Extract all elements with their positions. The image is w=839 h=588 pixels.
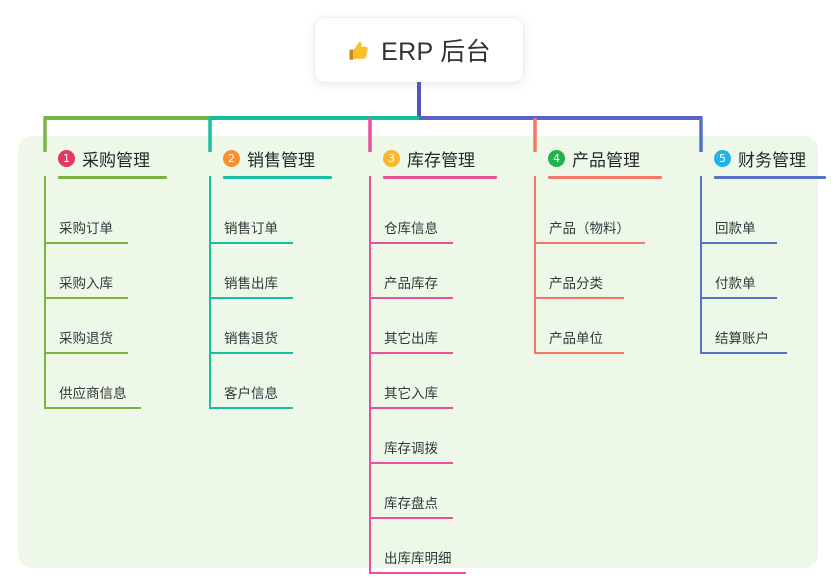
leaf-label: 出库库明细 [384, 551, 452, 566]
category-underline [383, 176, 497, 179]
leaf-label: 销售订单 [224, 221, 278, 236]
root-node-content: ERP 后台 [347, 32, 491, 68]
leaf-underline [45, 242, 128, 244]
category-column: 1 采购管理采购订单采购入库采购退货供应商信息 [38, 145, 167, 409]
thumbs-up-icon [347, 39, 371, 63]
category-number-badge: 5 [714, 149, 731, 167]
leaf-underline [370, 407, 453, 409]
category-title: 库存管理 [407, 150, 475, 170]
leaf-label: 付款单 [715, 276, 756, 291]
root-title: ERP 后台 [381, 38, 491, 66]
leaf-underline [370, 297, 453, 299]
leaf-label: 采购退货 [59, 331, 113, 346]
leaf-label: 产品（物料） [549, 221, 630, 236]
root-node[interactable]: ERP 后台 [315, 18, 523, 82]
category-column: 3 库存管理仓库信息产品库存其它出库其它入库库存调拨库存盘点出库库明细 [363, 145, 497, 574]
leaf-underline [701, 242, 777, 244]
leaf-label: 供应商信息 [59, 386, 127, 401]
leaf-underline [370, 517, 453, 519]
leaf-label: 采购入库 [59, 276, 113, 291]
category-number-badge: 2 [223, 149, 240, 167]
leaf-underline [701, 297, 777, 299]
category-underline [548, 176, 662, 179]
category-title: 采购管理 [82, 150, 150, 170]
category-column: 5 财务管理回款单付款单结算账户 [694, 145, 826, 354]
leaf-underline [210, 352, 293, 354]
category-column: 4 产品管理产品（物料） 产品分类产品单位 [528, 145, 662, 354]
category-underline [714, 176, 826, 179]
leaf-label: 回款单 [715, 221, 756, 236]
category-header[interactable]: 2 销售管理 [203, 145, 315, 171]
category-number-badge: 3 [383, 149, 400, 167]
leaf-underline [210, 242, 293, 244]
leaf-underline [370, 242, 453, 244]
leaf-underline [535, 352, 624, 354]
category-underline [223, 176, 332, 179]
leaf-label: 产品单位 [549, 331, 603, 346]
leaf-label: 结算账户 [715, 331, 769, 346]
leaf-label: 库存盘点 [384, 496, 438, 511]
leaf-underline [701, 352, 787, 354]
leaf-label: 销售出库 [224, 276, 278, 291]
category-header[interactable]: 5 财务管理 [694, 145, 806, 171]
leaf-label: 其它出库 [384, 331, 438, 346]
category-title: 产品管理 [572, 150, 640, 170]
leaf-underline [535, 242, 645, 244]
leaf-underline [370, 462, 453, 464]
leaf-label: 仓库信息 [384, 221, 438, 236]
leaf-underline [45, 297, 128, 299]
leaf-underline [370, 352, 453, 354]
category-title: 销售管理 [247, 150, 315, 170]
leaf-label: 产品分类 [549, 276, 603, 291]
category-header[interactable]: 4 产品管理 [528, 145, 640, 171]
content-panel [18, 136, 818, 568]
category-number-badge: 1 [58, 149, 75, 167]
leaf-underline [210, 407, 293, 409]
leaf-label: 销售退货 [224, 331, 278, 346]
leaf-underline [535, 297, 624, 299]
leaf-label: 产品库存 [384, 276, 438, 291]
leaf-label: 库存调拨 [384, 441, 438, 456]
leaf-label: 其它入库 [384, 386, 438, 401]
leaf-underline [370, 572, 466, 574]
category-number-badge: 4 [548, 149, 565, 167]
category-column: 2 销售管理销售订单销售出库销售退货客户信息 [203, 145, 332, 409]
category-header[interactable]: 1 采购管理 [38, 145, 150, 171]
leaf-label: 客户信息 [224, 386, 278, 401]
leaf-label: 采购订单 [59, 221, 113, 236]
category-header[interactable]: 3 库存管理 [363, 145, 475, 171]
category-underline [58, 176, 167, 179]
leaf-underline [210, 297, 293, 299]
leaf-underline [45, 407, 141, 409]
category-title: 财务管理 [738, 150, 806, 170]
leaf-underline [45, 352, 128, 354]
